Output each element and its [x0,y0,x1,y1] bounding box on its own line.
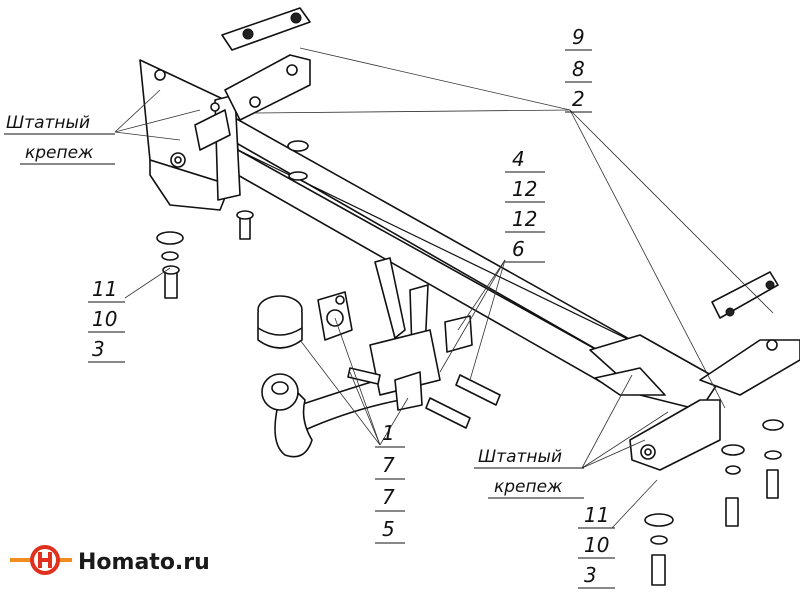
note-left: Штатный крепеж [4,113,115,165]
callout-label: 11 [92,277,117,301]
callout-label: 6 [512,237,525,261]
socket-plate [317,291,353,341]
tow-ball-neck [261,373,401,458]
callout-top-right: 9 8 2 [565,25,592,113]
left-top-plate [221,7,311,121]
callout-label: 10 [92,307,117,331]
callout-label: 4 [512,147,525,171]
callout-label: 11 [584,503,609,527]
logo-text: Homato.ru [78,550,210,575]
callout-label: 2 [572,87,585,111]
callout-label: 1 [382,421,395,445]
callout-left: 11 10 3 [88,277,125,363]
note-line-1: Штатный [478,447,562,467]
callout-label: 7 [382,453,395,477]
callout-bottom-right: 11 10 3 [578,503,615,589]
callout-label: 12 [512,207,537,231]
callout-label: 5 [382,517,395,541]
brand-logo: Homato.ru [10,545,210,575]
right-mounting-bracket [589,271,800,471]
ball-cover-cap [257,295,303,349]
leader-lines [114,47,774,529]
callout-label: 3 [584,563,597,587]
note-line-2: крепеж [494,477,563,497]
logo-emblem-icon [10,545,72,575]
right-hardware [644,419,784,586]
left-hardware [156,140,309,299]
callout-label: 3 [92,337,105,361]
callout-label: 10 [584,533,609,557]
note-line-2: крепеж [25,143,94,163]
callout-label: 7 [382,485,395,509]
callout-label: 9 [572,25,585,49]
callout-center: 4 12 12 6 [505,147,545,263]
left-mounting-bracket [139,59,241,211]
callout-label: 12 [512,177,537,201]
note-line-1: Штатный [6,113,90,133]
callout-label: 8 [572,57,585,81]
center-hardware [347,367,501,429]
callout-bottom-center: 1 7 7 5 [375,421,405,544]
note-right: Штатный крепеж [474,447,584,499]
